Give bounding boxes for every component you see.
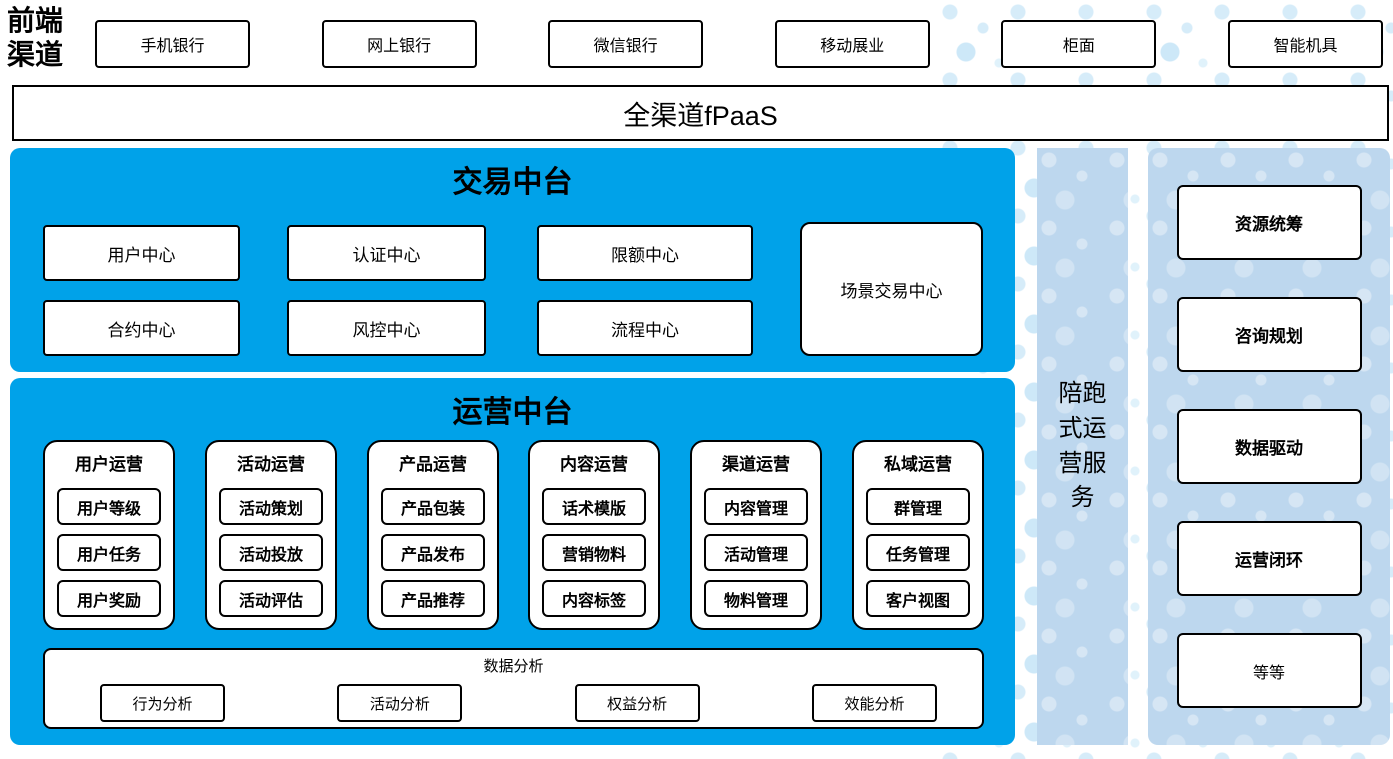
trade-platform-block: 交易中台 用户中心 认证中心 限额中心 合约中心 风控中心 流程中心 场景交易中… [10, 148, 1015, 372]
data-analysis-row: 行为分析 活动分析 权益分析 效能分析 [45, 684, 982, 722]
ops-column-content: 内容运营 话术模版 营销物料 内容标签 [528, 440, 660, 630]
front-channels-label: 前端渠道 [7, 4, 64, 72]
data-analysis-strip: 数据分析 行为分析 活动分析 权益分析 效能分析 [43, 648, 984, 729]
ops-platform-title: 运营中台 [452, 395, 573, 430]
ops-column-title: 内容运营 [560, 455, 628, 474]
service-box-consulting-planning: 咨询规划 [1176, 297, 1362, 372]
channel-box-counter: 柜面 [1001, 20, 1157, 68]
ops-item: 用户任务 [57, 534, 161, 571]
ops-item: 产品推荐 [381, 580, 485, 617]
center-box-auth: 认证中心 [287, 225, 486, 281]
center-box-contract: 合约中心 [43, 300, 240, 356]
ops-item: 活动策划 [219, 488, 323, 525]
channel-box-mobile-sales: 移动展业 [774, 20, 930, 68]
analysis-box-activity: 活动分析 [337, 684, 463, 722]
ops-column-title: 产品运营 [399, 455, 467, 474]
center-box-risk: 风控中心 [287, 300, 486, 356]
ops-column-channel: 渠道运营 内容管理 活动管理 物料管理 [690, 440, 822, 630]
ops-column-title: 私域运营 [884, 455, 952, 474]
ops-column-user: 用户运营 用户等级 用户任务 用户奖励 [43, 440, 175, 630]
channel-box-online-banking: 网上银行 [321, 20, 477, 68]
ops-item: 营销物料 [542, 534, 646, 571]
ops-item: 任务管理 [866, 534, 970, 571]
ops-item: 产品发布 [381, 534, 485, 571]
ops-item: 话术模版 [542, 488, 646, 525]
center-box-limit: 限额中心 [537, 225, 753, 281]
ops-item: 活动评估 [219, 580, 323, 617]
channel-box-smart-devices: 智能机具 [1227, 20, 1383, 68]
ops-column-product: 产品运营 产品包装 产品发布 产品推荐 [367, 440, 499, 630]
center-box-user: 用户中心 [43, 225, 240, 281]
ops-item: 产品包装 [381, 488, 485, 525]
ops-item: 客户视图 [866, 580, 970, 617]
ops-item: 内容标签 [542, 580, 646, 617]
channel-box-wechat-banking: 微信银行 [548, 20, 704, 68]
front-channels-row: 手机银行 网上银行 微信银行 移动展业 柜面 智能机具 [95, 20, 1383, 68]
ops-platform-block: 运营中台 用户运营 用户等级 用户任务 用户奖励 活动运营 活动策划 活动投放 … [10, 378, 1015, 745]
service-box-etc: 等等 [1176, 633, 1362, 708]
accompany-service-bar: 陪跑式运营服务 [1037, 148, 1128, 745]
data-analysis-title: 数据分析 [483, 658, 544, 675]
ops-column-activity: 活动运营 活动策划 活动投放 活动评估 [205, 440, 337, 630]
service-box-data-driven: 数据驱动 [1176, 409, 1362, 484]
ops-item: 活动投放 [219, 534, 323, 571]
ops-column-title: 用户运营 [75, 455, 143, 474]
service-panel: 资源统筹 咨询规划 数据驱动 运营闭环 等等 [1148, 148, 1390, 745]
ops-column-private-domain: 私域运营 群管理 任务管理 客户视图 [852, 440, 984, 630]
ops-item: 内容管理 [704, 488, 808, 525]
fpaas-bar: 全渠道fPaaS [12, 85, 1389, 141]
service-box-ops-loop: 运营闭环 [1176, 521, 1362, 596]
analysis-box-efficiency: 效能分析 [811, 684, 937, 722]
ops-item: 物料管理 [704, 580, 808, 617]
ops-item: 用户奖励 [57, 580, 161, 617]
ops-item: 群管理 [866, 488, 970, 525]
analysis-box-behavior: 行为分析 [100, 684, 225, 722]
service-box-resource-planning: 资源统筹 [1176, 185, 1362, 260]
trade-platform-title: 交易中台 [452, 165, 573, 200]
ops-column-title: 活动运营 [237, 455, 305, 474]
center-box-scene-trade: 场景交易中心 [800, 222, 983, 356]
ops-column-title: 渠道运营 [722, 455, 790, 474]
ops-item: 用户等级 [57, 488, 161, 525]
analysis-box-rights: 权益分析 [574, 684, 700, 722]
ops-item: 活动管理 [704, 534, 808, 571]
channel-box-mobile-banking: 手机银行 [95, 20, 250, 68]
center-box-process: 流程中心 [537, 300, 753, 356]
accompany-service-label: 陪跑式运营服务 [1058, 379, 1107, 512]
